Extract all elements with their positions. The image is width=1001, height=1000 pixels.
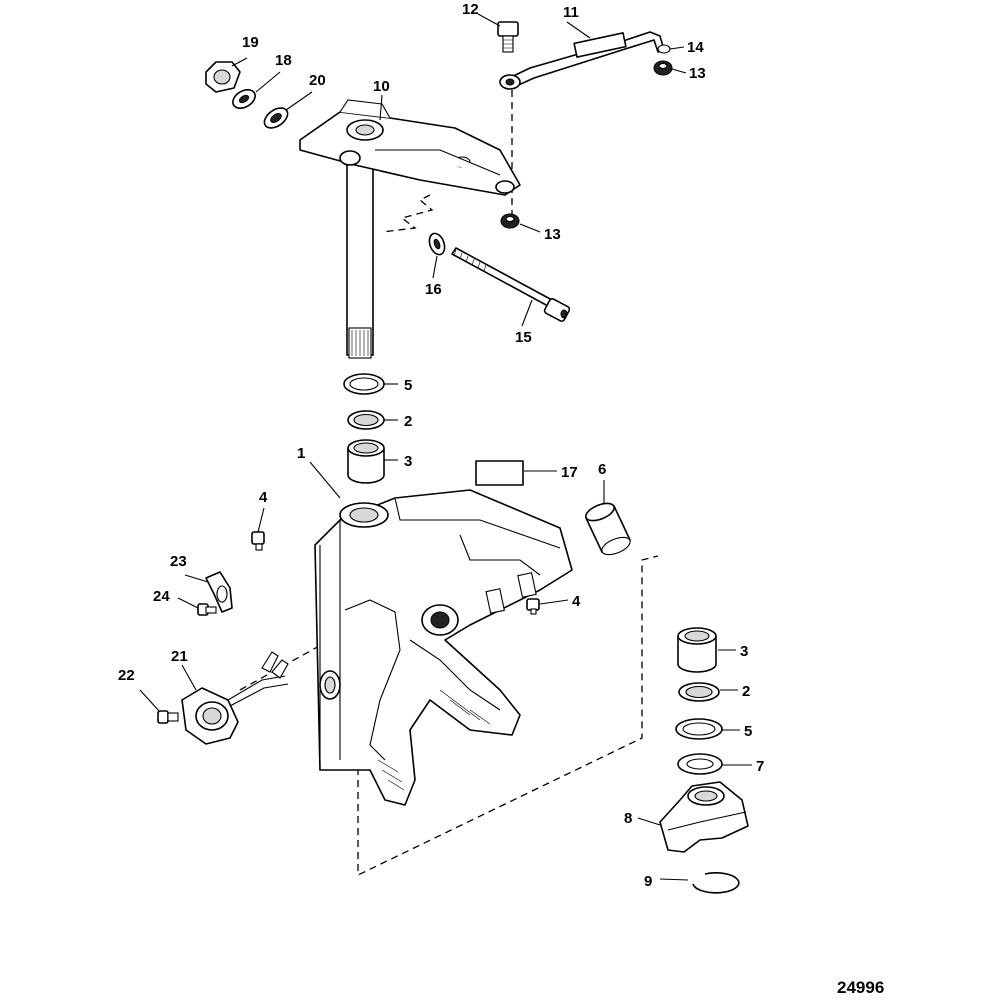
nut-19 <box>205 61 241 93</box>
callout-13: 13 <box>689 65 706 82</box>
callout-24: 24 <box>153 588 170 605</box>
clamp-23 <box>205 571 233 613</box>
sleeve-6 <box>585 502 631 556</box>
washer-20 <box>263 107 289 129</box>
callout-12: 12 <box>462 1 479 18</box>
screw-24 <box>197 603 217 616</box>
callout-22: 22 <box>118 667 135 684</box>
washer-16 <box>428 232 446 256</box>
trim-sensor-21 <box>181 651 289 745</box>
callout-2: 2 <box>404 413 412 430</box>
wave-washer-7 <box>677 753 723 775</box>
callout-6: 6 <box>598 461 606 478</box>
seal-2-upper <box>347 410 385 430</box>
decal-17 <box>475 460 524 486</box>
assembly-guide-lines <box>239 90 659 877</box>
callout-leaders <box>139 13 752 881</box>
callout-15: 15 <box>515 329 532 346</box>
bolt-12 <box>497 21 519 53</box>
washer-14 <box>657 44 671 54</box>
figure-number: 24996 <box>837 978 884 997</box>
nut-13-lower <box>500 213 520 229</box>
swivel-bracket <box>314 489 573 806</box>
callout-9: 9 <box>644 873 652 890</box>
callout-3: 3 <box>404 453 412 470</box>
screw-4-left <box>251 531 265 551</box>
callout-4: 4 <box>259 489 268 506</box>
nut-13-top <box>653 60 673 76</box>
tie-rod <box>499 31 665 90</box>
callout-20: 20 <box>309 72 326 89</box>
callout-8: 8 <box>624 810 632 827</box>
screw-22 <box>157 710 179 724</box>
callout-23: 23 <box>170 553 187 570</box>
bushing-3-upper <box>347 439 385 484</box>
callout-4: 4 <box>572 593 581 610</box>
callout-17: 17 <box>561 464 578 481</box>
callout-11: 11 <box>563 4 579 21</box>
callout-14: 14 <box>687 39 704 56</box>
seal-2-lower <box>678 682 720 702</box>
callout-19: 19 <box>242 34 259 51</box>
callout-labels: 1 2 2 3 3 4 4 5 5 6 7 8 9 10 11 12 13 13… <box>118 1 764 890</box>
callout-2: 2 <box>742 683 750 700</box>
snap-ring-9 <box>692 872 740 894</box>
callout-16: 16 <box>425 281 442 298</box>
callout-10: 10 <box>373 78 390 95</box>
steering-arm <box>299 99 521 359</box>
callout-21: 21 <box>171 648 188 665</box>
washer-5-lower <box>675 718 723 740</box>
callout-1: 1 <box>297 445 305 462</box>
callout-5: 5 <box>744 723 752 740</box>
washer-5-upper <box>343 373 385 395</box>
washer-18 <box>232 89 256 109</box>
lower-yoke-8 <box>659 781 749 853</box>
callout-18: 18 <box>275 52 292 69</box>
callout-5: 5 <box>404 377 412 394</box>
bushing-3-lower <box>677 627 717 673</box>
callout-7: 7 <box>756 758 764 775</box>
bolt-15 <box>451 247 571 322</box>
callout-3: 3 <box>740 643 748 660</box>
callout-13: 13 <box>544 226 561 243</box>
screw-4-right <box>526 598 540 615</box>
